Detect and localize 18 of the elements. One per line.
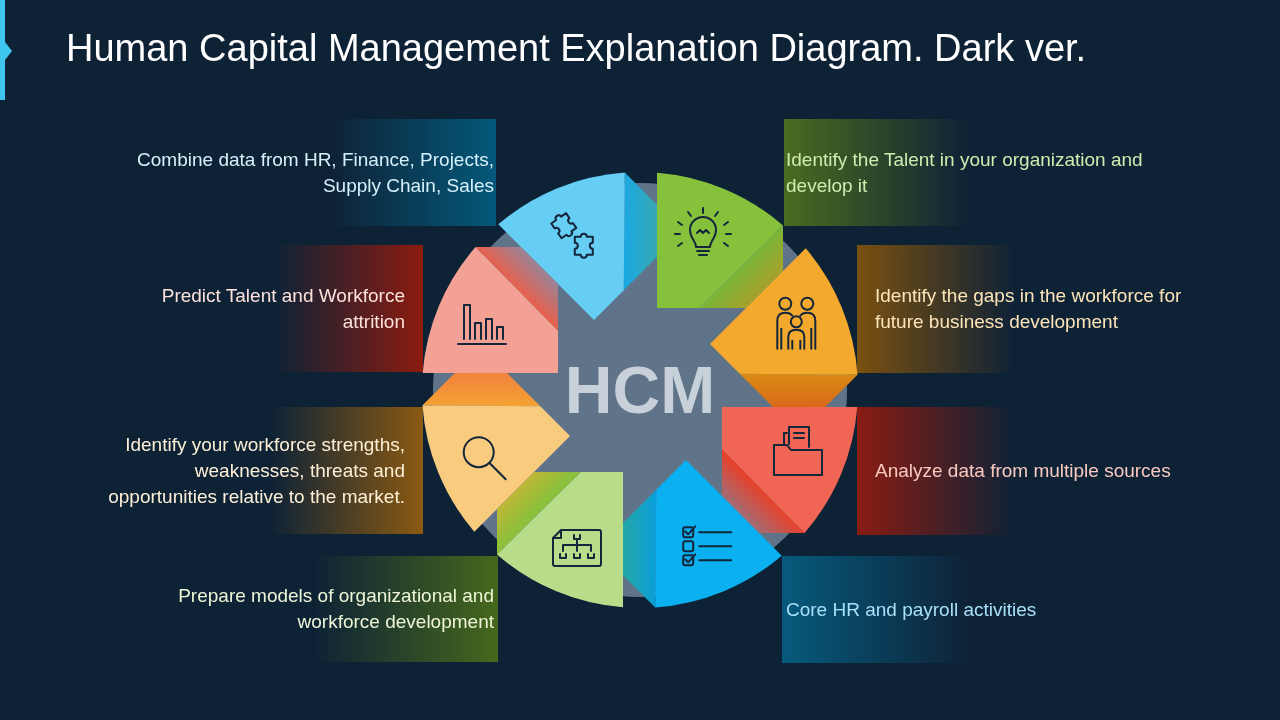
description-text: Identify the gaps in the workforce for future business development (875, 284, 1183, 334)
description-text: Combine data from HR, Finance, Projects, Supply Chain, Sales (136, 147, 494, 198)
hub-label: HCM (564, 352, 716, 428)
petal-segment (498, 172, 657, 320)
description-text: Predict Talent and Workforce attrition (160, 283, 405, 334)
description-text: Prepare models of organizational and workforce development (177, 584, 494, 634)
description-text: Analyze data from multiple sources (875, 459, 1172, 483)
petal-segment (422, 247, 558, 373)
description-text: Identify the Talent in your organization and develop it (786, 147, 1144, 198)
slide-title: Human Capital Management Explanation Diagram. Dark ver. (66, 26, 1087, 71)
description-text: Core HR and payroll activities (786, 597, 1038, 622)
petal-segment (722, 407, 858, 533)
petal-segment (422, 373, 570, 532)
petal-segment (657, 172, 783, 308)
description-text: Identify your workforce strengths, weaknesses, threats and opportunities relative to the market. (107, 432, 405, 509)
petal-segment (710, 248, 858, 407)
petal-segment (497, 472, 623, 608)
petal-segment (623, 460, 782, 608)
